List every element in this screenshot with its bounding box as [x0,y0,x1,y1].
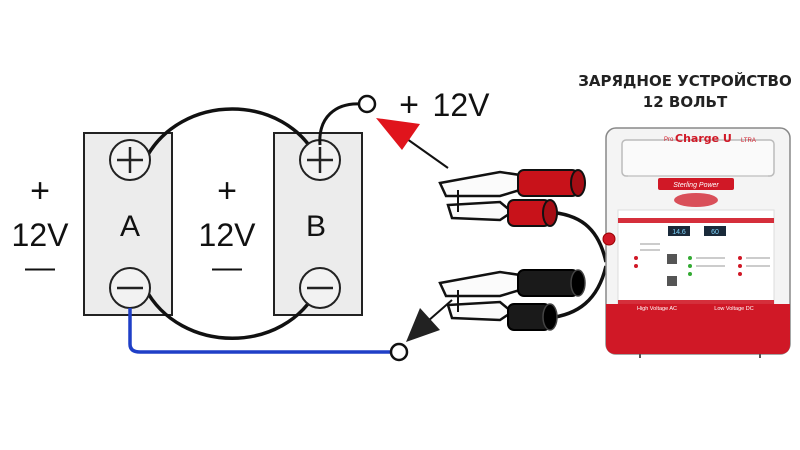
label-low-voltage-dc: Low Voltage DC [714,306,753,312]
battery-a-negative-terminal [109,267,151,309]
charger-side-switch[interactable] [602,232,616,246]
battery-b-label: B [306,210,326,243]
svg-text:—: — [25,251,55,284]
charger-down-button[interactable] [667,276,677,286]
positive-connection-arrow [376,118,449,169]
negative-connection-arrow [406,299,453,342]
negative-output-terminal [389,342,409,362]
battery-charger: Pro Charge U LTRA Sterling Power 14.6 60 [602,127,791,358]
left-voltage-label: + 12V — [12,172,70,284]
svg-text:12V: 12V [199,217,257,253]
brand-suffix: LTRA [741,138,756,144]
svg-text:12V: 12V [433,87,491,123]
brand-name: Charge U [675,132,732,145]
positive-output-wire [318,102,363,146]
display-current: 60 [711,229,719,236]
red-alligator-clamp [438,169,586,227]
battery-b-negative-terminal [299,267,341,309]
svg-text:—: — [212,251,242,284]
svg-text:12V: 12V [12,217,70,253]
series-link-bottom [143,287,320,340]
battery-b-positive-terminal [299,139,341,181]
display-voltage: 14.6 [672,229,686,236]
brand-prefix: Pro [664,137,674,143]
svg-text:+: + [217,172,237,210]
black-alligator-clamp [438,269,586,331]
svg-text:12 ВОЛЬТ: 12 ВОЛЬТ [643,93,728,111]
charger-up-button[interactable] [667,254,677,264]
svg-text:+: + [399,86,419,124]
middle-voltage-label: + 12V — [199,172,257,284]
svg-text:ЗАРЯДНОЕ УСТРОЙСТВО: ЗАРЯДНОЕ УСТРОЙСТВО [578,71,791,90]
positive-output-terminal [357,94,377,114]
battery-a-label: A [120,210,140,243]
charger-title: ЗАРЯДНОЕ УСТРОЙСТВО 12 ВОЛЬТ [578,71,791,111]
maker-badge: Sterling Power [673,182,719,189]
ground-wire [128,308,392,354]
label-high-voltage-ac: High Voltage AC [637,306,677,312]
svg-text:+: + [30,172,50,210]
output-voltage-label: + 12V [399,86,490,124]
series-link-top [143,107,320,161]
battery-a-positive-terminal [109,139,151,181]
